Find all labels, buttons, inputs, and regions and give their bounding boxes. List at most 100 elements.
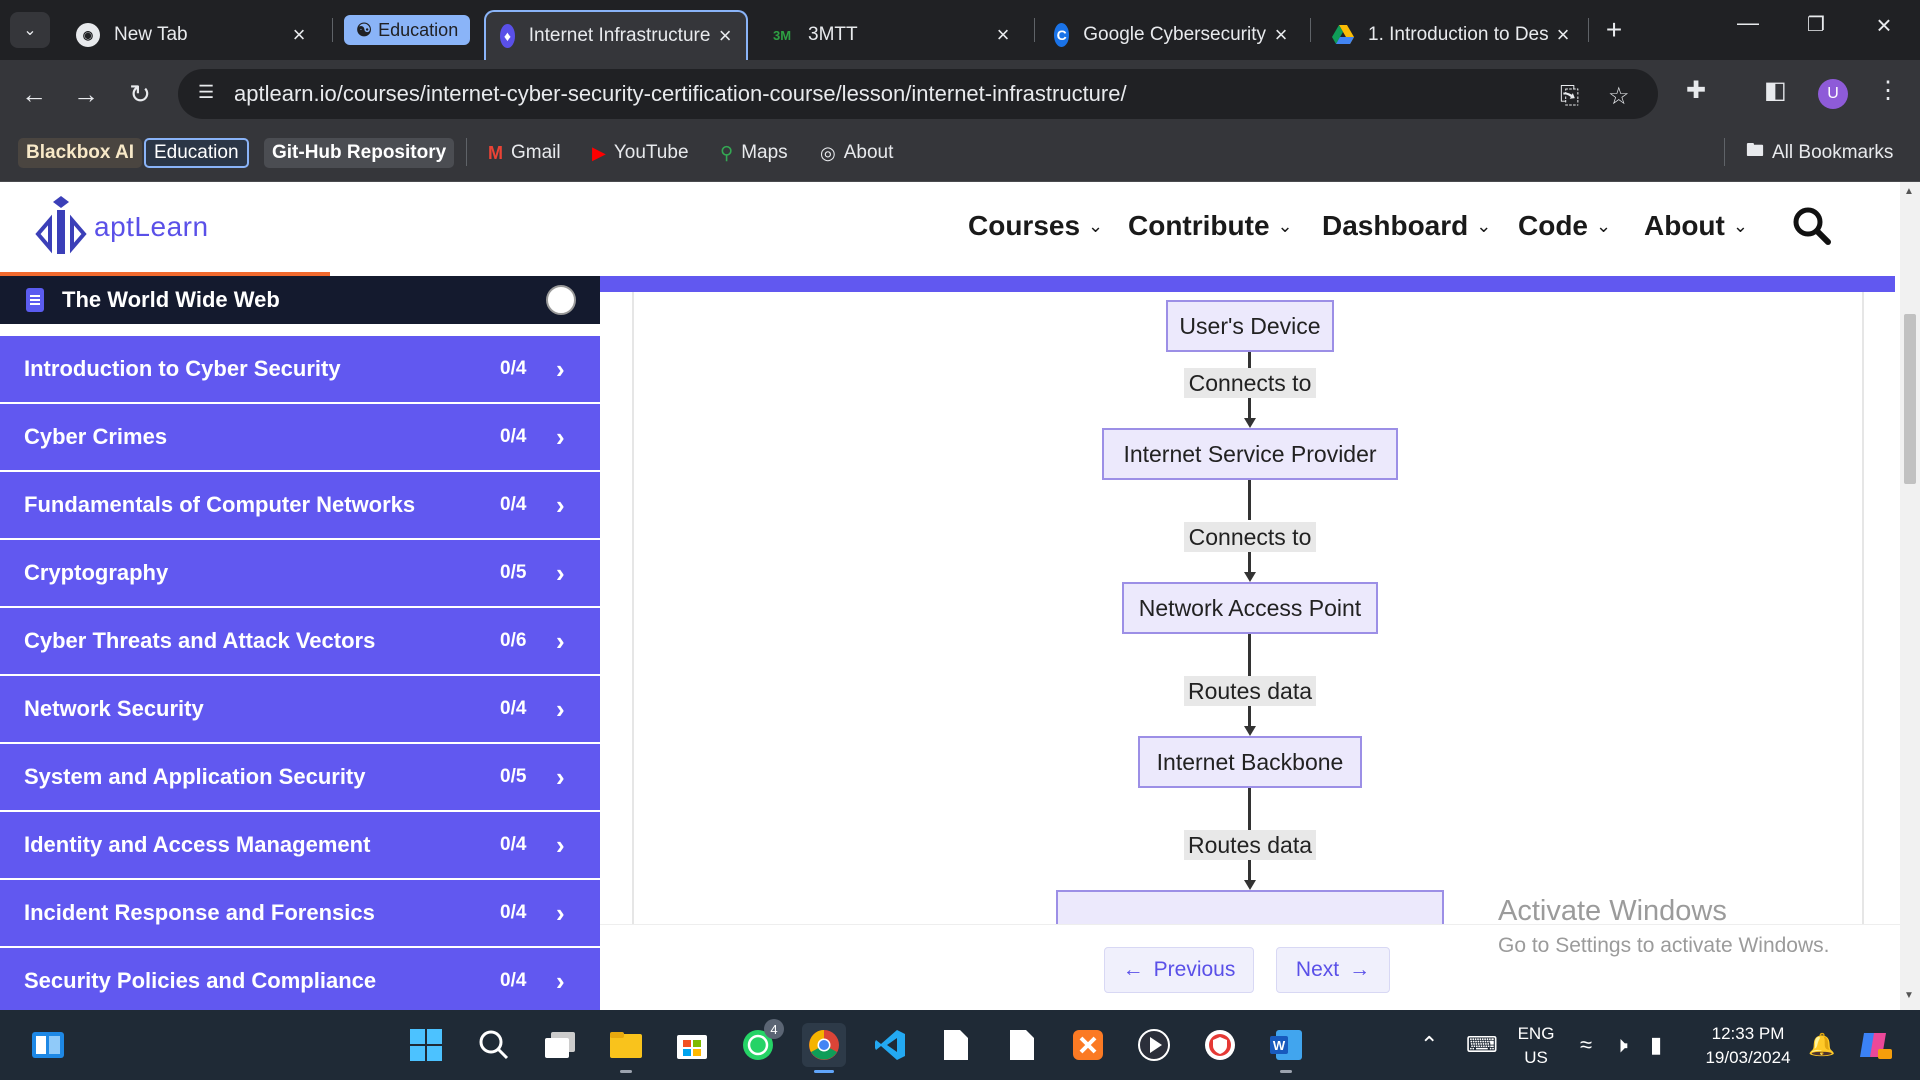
tab-group-education[interactable]: ☯ Education	[344, 15, 471, 45]
taskbar-search-icon[interactable]	[472, 1023, 516, 1067]
nav-contribute[interactable]: Contribute⌄	[1128, 210, 1293, 242]
chrome-taskbar-icon[interactable]	[802, 1023, 846, 1073]
nav-courses[interactable]: Courses⌄	[968, 210, 1103, 242]
nav-code[interactable]: Code⌄	[1518, 210, 1611, 242]
browser-shield-icon[interactable]	[1198, 1023, 1242, 1067]
tab-search-button[interactable]: ⌄	[10, 12, 50, 48]
bookmark-blackbox-ai[interactable]: Blackbox AI	[18, 138, 143, 168]
current-lesson-item[interactable]: The World Wide Web	[0, 276, 600, 324]
lesson-complete-toggle[interactable]	[546, 285, 576, 315]
file-icon-2[interactable]	[1000, 1023, 1044, 1067]
menu-kebab-icon[interactable]: ⋮	[1876, 77, 1900, 104]
chrome-icon: ◉	[76, 23, 100, 47]
start-button[interactable]	[404, 1023, 448, 1067]
close-icon[interactable]: ×	[292, 22, 306, 47]
minimize-button[interactable]: —	[1737, 10, 1759, 35]
bookmark-label: Blackbox AI	[26, 142, 135, 163]
all-bookmarks-button[interactable]: 🖿All Bookmarks	[1746, 138, 1893, 168]
module-title: Security Policies and Compliance	[24, 968, 377, 993]
tab-internet-infrastructure[interactable]: ♦ Internet Infrastructure ×	[484, 10, 748, 60]
install-app-icon[interactable]: ⎘	[1560, 82, 1580, 109]
volume-icon[interactable]: 🕨	[1614, 1032, 1628, 1057]
bookmark-about[interactable]: ◎About	[820, 138, 893, 168]
show-hidden-icons-button[interactable]: ⌃	[1420, 1010, 1438, 1080]
file-icon[interactable]	[934, 1023, 978, 1067]
whatsapp-icon[interactable]: 4	[736, 1019, 784, 1067]
reload-button[interactable]: ↻	[129, 78, 151, 109]
tab-new-tab[interactable]: ◉ New Tab ×	[62, 10, 324, 60]
bookmark-maps[interactable]: ⚲Maps	[720, 138, 788, 168]
wifi-icon[interactable]: ≈	[1580, 1032, 1593, 1057]
extensions-icon[interactable]: ✚	[1686, 77, 1707, 104]
scroll-up-icon[interactable]: ▲	[1904, 186, 1914, 197]
restore-button[interactable]: ❐	[1807, 14, 1825, 36]
google-drive-icon	[1332, 23, 1354, 47]
previous-button[interactable]: ← Previous	[1104, 947, 1254, 993]
module-title: Fundamentals of Computer Networks	[24, 492, 416, 517]
nav-about[interactable]: About⌄	[1644, 210, 1748, 242]
file-explorer-icon[interactable]	[604, 1023, 648, 1073]
module-progress: 0/4	[500, 494, 527, 515]
address-bar[interactable]: ☰ aptlearn.io/courses/internet-cyber-sec…	[178, 69, 1658, 119]
search-icon[interactable]	[1790, 204, 1834, 248]
module-title: Cyber Crimes	[24, 424, 168, 449]
site-header: aptLearn Courses⌄ Contribute⌄ Dashboard⌄…	[0, 182, 1900, 272]
media-player-icon[interactable]	[1132, 1023, 1176, 1067]
word-icon[interactable]: W	[1264, 1023, 1308, 1073]
input-language[interactable]: ENG US	[1516, 1022, 1556, 1070]
close-icon[interactable]: ×	[996, 22, 1010, 47]
task-view-icon[interactable]	[538, 1023, 582, 1067]
close-icon[interactable]: ×	[718, 23, 732, 48]
bookmark-youtube[interactable]: ▶YouTube	[592, 138, 689, 168]
aptlearn-logo[interactable]: aptLearn	[34, 194, 209, 260]
nav-label: Code	[1518, 210, 1588, 241]
microsoft-store-icon[interactable]	[670, 1023, 714, 1067]
next-button[interactable]: Next →	[1276, 947, 1390, 993]
scroll-down-icon[interactable]: ▼	[1904, 990, 1914, 1001]
vscode-icon[interactable]	[868, 1023, 912, 1067]
nav-dashboard[interactable]: Dashboard⌄	[1322, 210, 1491, 242]
bookmark-star-icon[interactable]: ☆	[1608, 83, 1630, 110]
clock-time: 12:33 PM	[1711, 1024, 1785, 1043]
module-title: Identity and Access Management	[24, 832, 371, 857]
side-panel-icon[interactable]: ◧	[1764, 77, 1787, 104]
bookmark-label: Education	[154, 142, 239, 163]
chevron-down-icon: ⌄	[1277, 215, 1293, 236]
back-button[interactable]: ←	[21, 78, 47, 109]
xampp-icon[interactable]	[1066, 1023, 1110, 1067]
close-icon[interactable]: ×	[1556, 22, 1570, 47]
scrollbar-thumb[interactable]	[1904, 314, 1916, 484]
touch-keyboard-icon[interactable]: ⌨	[1466, 1010, 1498, 1080]
tab-3mtt[interactable]: 3M 3MTT ×	[756, 10, 1028, 60]
widgets-icon[interactable]	[26, 1023, 70, 1067]
close-icon[interactable]: ×	[1274, 22, 1288, 47]
profile-avatar[interactable]: U	[1818, 79, 1848, 109]
page-scrollbar[interactable]: ▲ ▼	[1900, 182, 1920, 1010]
notification-bell-icon[interactable]: 🔔	[1808, 1032, 1836, 1057]
copilot-icon[interactable]	[1856, 1010, 1892, 1080]
chevron-right-icon: ›	[556, 421, 565, 452]
bookmark-education[interactable]: Education	[144, 138, 249, 168]
bookmark-github-repository[interactable]: Git-Hub Repository	[264, 138, 455, 168]
tab-group-label: Education	[378, 19, 459, 40]
site-settings-icon[interactable]: ☰	[198, 82, 215, 102]
system-clock[interactable]: 12:33 PM 19/03/2024	[1700, 1022, 1796, 1070]
battery-icon[interactable]: ▮	[1650, 1032, 1663, 1057]
window-close-button[interactable]: ×	[1876, 10, 1892, 40]
forward-button[interactable]: →	[73, 78, 99, 109]
tab-google-cybersecurity[interactable]: C Google Cybersecurity ×	[1040, 10, 1302, 60]
new-tab-button[interactable]: +	[1605, 14, 1623, 45]
tab-introduction-to-design[interactable]: 1. Introduction to Des ×	[1318, 10, 1580, 60]
